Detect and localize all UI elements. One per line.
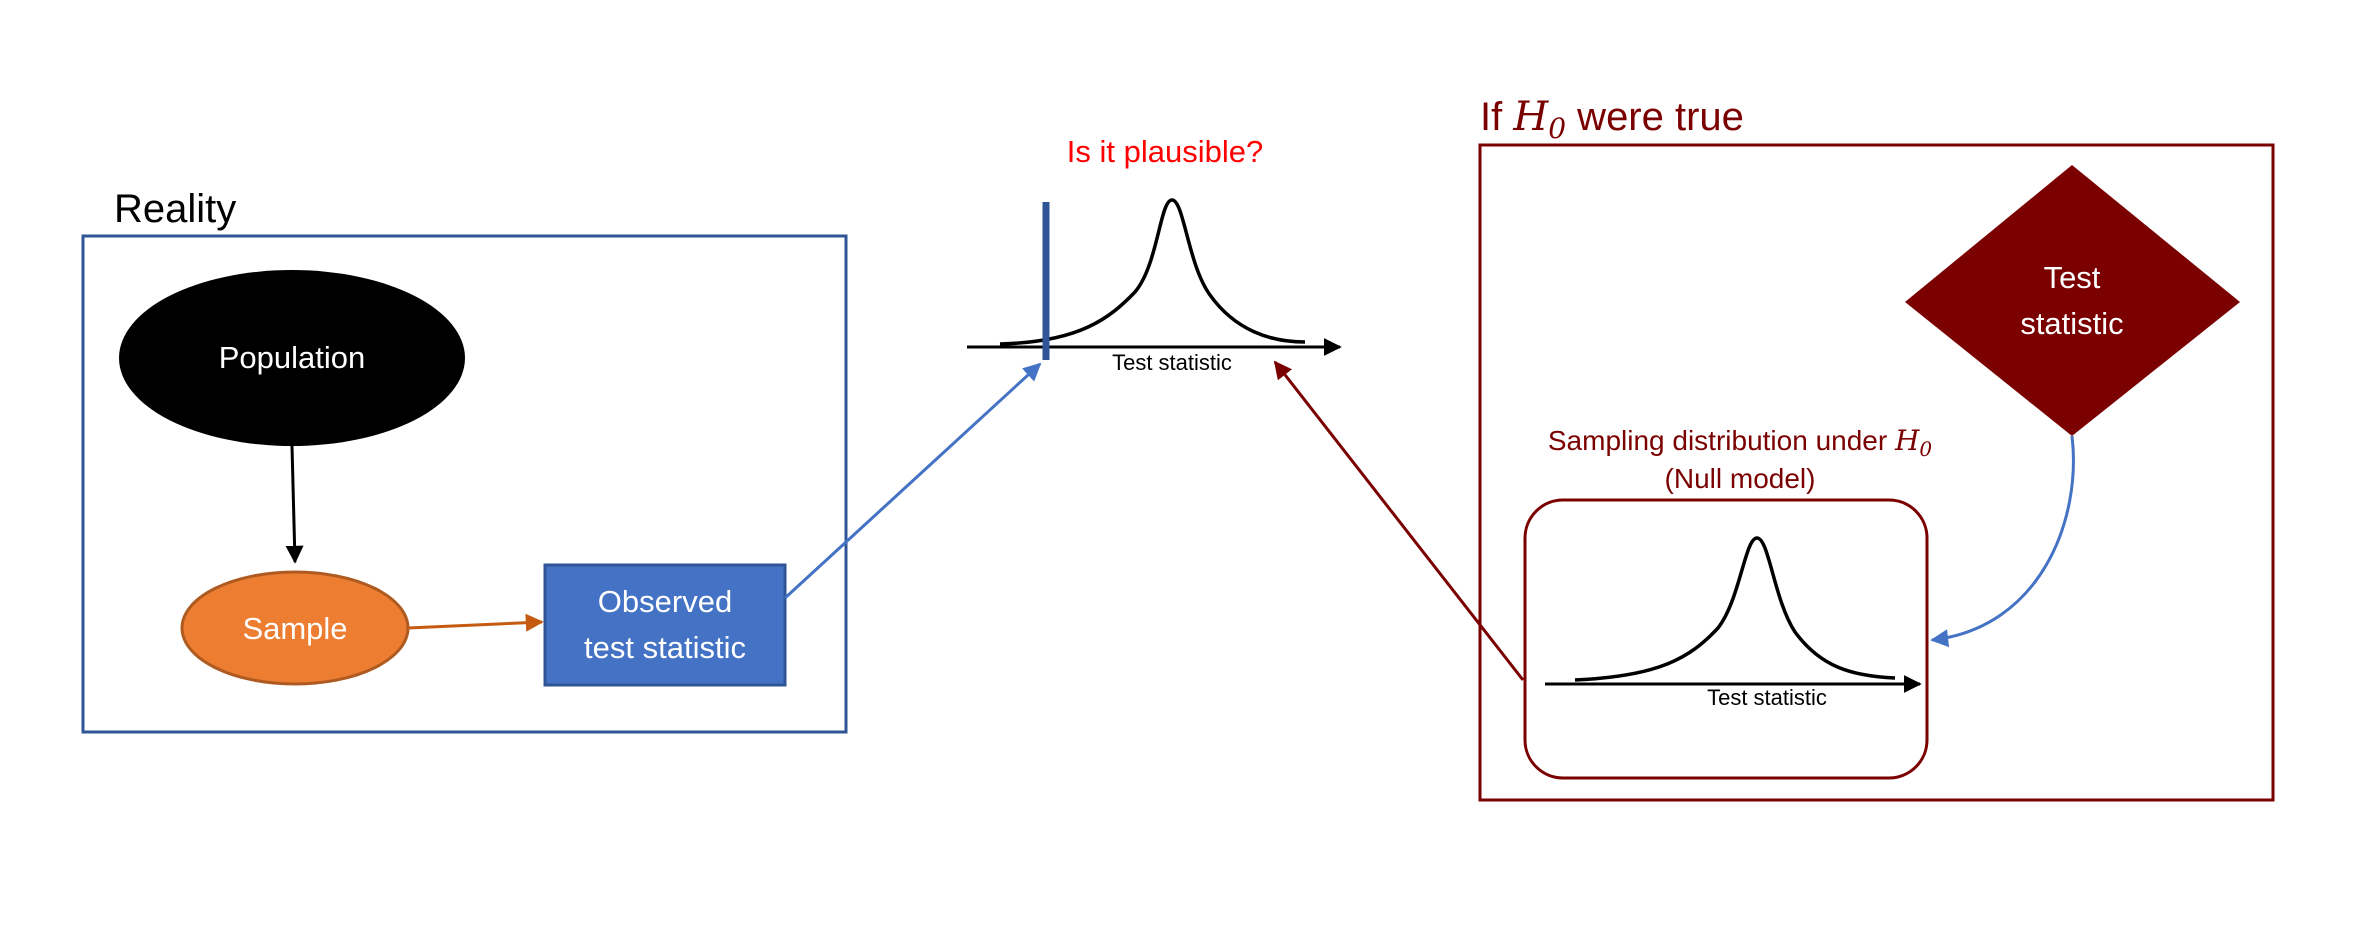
null-model-box — [1523, 498, 1929, 780]
test-statistic-diamond — [1905, 165, 2240, 436]
sample-label: Sample — [242, 611, 347, 646]
null-world-group: If H0 were true Test statistic Sampling … — [1478, 94, 2275, 802]
population-node — [119, 270, 465, 446]
test-statistic-line2: statistic — [2020, 306, 2123, 341]
test-statistic-to-null-model-arrow — [1930, 435, 2075, 648]
center-axis-label: Test statistic — [1112, 350, 1232, 375]
center-distribution-curve — [999, 198, 1306, 346]
null-world-title: If H0 were true — [1480, 94, 1744, 145]
observed-to-plausibility-arrow — [783, 362, 1042, 600]
null-world-frame — [1478, 143, 2275, 802]
observed-label-line1: Observed — [598, 584, 732, 619]
population-to-sample-arrow — [285, 445, 304, 564]
null-axis-label: Test statistic — [1707, 685, 1827, 710]
null-model-label: (Null model) — [1665, 463, 1816, 494]
sample-to-observed-arrow — [407, 613, 544, 632]
null-distribution-curve — [1574, 536, 1896, 682]
reality-title: Reality — [114, 187, 236, 231]
reality-group: Reality Population Sample Observed test … — [81, 187, 848, 734]
observed-test-statistic-node — [543, 563, 787, 687]
null-model-to-plausibility-arrow — [1273, 360, 1525, 681]
observed-label-line2: test statistic — [584, 630, 746, 665]
sampling-distribution-label: Sampling distribution under H0 — [1548, 424, 1933, 461]
population-label: Population — [219, 340, 366, 375]
plausibility-question: Is it plausible? — [1067, 134, 1263, 169]
reality-frame — [81, 234, 848, 734]
center-group: Is it plausible? Test statistic — [967, 134, 1342, 375]
test-statistic-line1: Test — [2044, 260, 2101, 295]
